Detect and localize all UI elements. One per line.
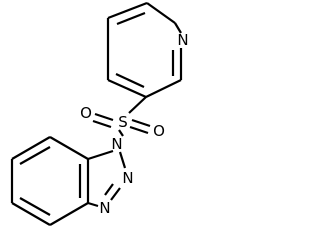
atom-label-oxygen-right: O bbox=[153, 122, 165, 140]
bond-n1-c7a bbox=[87, 149, 114, 161]
atom-label-triazole-n1: N bbox=[111, 135, 122, 153]
bond-n3-c3a bbox=[87, 201, 99, 208]
bond-pyr-c4-c5 bbox=[145, 79, 182, 98]
chemical-structure-diagram: N S O O N N N bbox=[10, 1, 189, 226]
atom-label-pyridine-n: N bbox=[177, 31, 188, 49]
bond-s-o-right-a bbox=[129, 125, 149, 135]
bond-s-o-right-b bbox=[131, 118, 151, 128]
bond-s-o-left-b bbox=[92, 119, 112, 129]
bond-s-n1 bbox=[118, 129, 124, 137]
benzotriazole-ring-system bbox=[10, 136, 127, 226]
pyridine-ring bbox=[106, 1, 183, 99]
bond-c7a-c7 bbox=[49, 136, 89, 160]
bond-pyr-c1-c2 bbox=[107, 1, 148, 20]
bond-c5-c4-inner bbox=[19, 197, 51, 216]
bond-pyr-c5-c6-inner bbox=[115, 73, 145, 88]
bond-c5-c4 bbox=[11, 202, 51, 226]
bond-c7-c6 bbox=[11, 136, 51, 160]
atom-label-oxygen-left: O bbox=[80, 104, 92, 122]
bond-c4-c3a bbox=[49, 202, 89, 226]
bond-pyr-s bbox=[128, 96, 147, 114]
atom-label-triazole-n2: N bbox=[122, 169, 133, 187]
bond-s-o-left-a bbox=[94, 112, 114, 122]
atom-label-sulfur: S bbox=[118, 113, 128, 131]
bond-pyr-c2-c3 bbox=[146, 2, 176, 24]
bond-n2-n3-b bbox=[104, 183, 114, 196]
bond-n1-n2 bbox=[118, 151, 127, 169]
bond-n2-n3-a bbox=[110, 187, 121, 201]
bond-pyr-c1-c2-inner bbox=[116, 11, 146, 26]
bond-pyr-c5-c6 bbox=[107, 78, 147, 99]
bond-pyr-c3-n bbox=[174, 22, 182, 34]
bond-c7-c6-inner bbox=[19, 146, 51, 165]
atom-label-triazole-n3: N bbox=[99, 199, 110, 217]
sulfonyl-group bbox=[92, 96, 151, 137]
